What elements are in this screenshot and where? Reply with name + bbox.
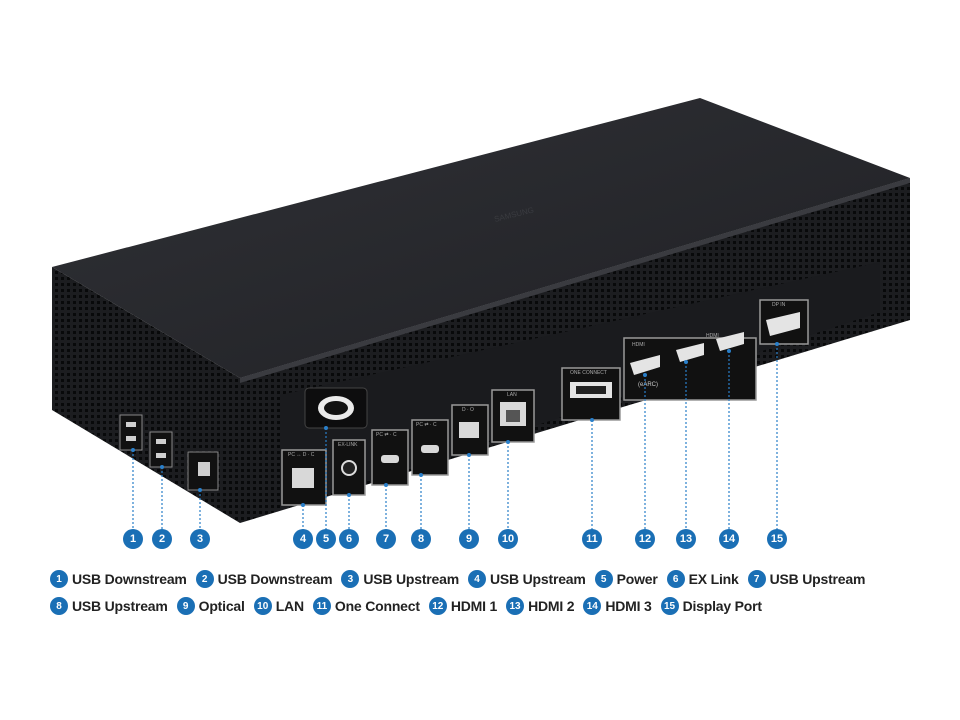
callout-marker-10: 10 [498, 529, 518, 549]
callout-marker-12: 12 [635, 529, 655, 549]
legend-label: Display Port [682, 598, 762, 614]
callout-marker-3: 3 [190, 529, 210, 549]
legend-label: HDMI 1 [450, 598, 498, 614]
usb-upstream-port-4 [281, 449, 327, 506]
port-label-pc-usb-3: PC ⇄ · C [416, 422, 437, 428]
port-label-one-connect: ONE CONNECT [570, 370, 607, 376]
legend-number-badge: 3 [341, 570, 360, 588]
usb-upstream-port-7 [371, 429, 409, 486]
legend-number-badge: 4 [467, 570, 486, 588]
legend-label: EX Link [688, 571, 739, 587]
power-port-5 [304, 387, 368, 429]
callout-marker-11: 11 [582, 529, 602, 549]
one-connect-port-11 [561, 367, 621, 421]
callout-marker-7: 7 [376, 529, 396, 549]
legend-label: USB Upstream [363, 571, 459, 587]
legend-label: Power [616, 571, 658, 587]
callout-lines [132, 344, 778, 530]
usb-downstream-port-1 [119, 414, 143, 451]
callout-marker-4: 4 [293, 529, 313, 549]
legend-number-badge: 8 [50, 597, 68, 615]
legend-label: One Connect [334, 598, 420, 614]
port-label-pc-usb-2: PC ⇄ · C [376, 432, 397, 438]
callout-marker-6: 6 [339, 529, 359, 549]
legend-label: Optical [198, 598, 245, 614]
callout-marker-9: 9 [459, 529, 479, 549]
legend-number-badge: 2 [195, 570, 214, 588]
usb-upstream-port-8 [411, 419, 449, 476]
legend-number-badge: 15 [660, 597, 679, 615]
callout-marker-1: 1 [123, 529, 143, 549]
port-label-optical: D · O [462, 407, 474, 413]
legend-number-badge: 11 [312, 597, 331, 615]
port-label-dp: DP IN [772, 302, 786, 308]
hdmi-port-14 [716, 332, 744, 351]
port-label-lan: LAN [507, 392, 517, 398]
legend-label: HDMI 2 [528, 598, 575, 614]
lan-port-10 [491, 389, 535, 443]
callout-marker-8: 8 [411, 529, 431, 549]
legend-number-badge: 6 [666, 570, 685, 588]
usb-upstream-port-3 [187, 451, 219, 491]
display-port-15 [759, 299, 809, 345]
legend-number-badge: 12 [428, 597, 447, 615]
usb-downstream-port-2 [149, 431, 173, 468]
port-label-earc: (eARC) [638, 382, 658, 388]
callout-marker-13: 13 [676, 529, 696, 549]
port-label-ex-link: EX-LINK [338, 442, 358, 448]
callout-marker-14: 14 [719, 529, 739, 549]
optical-port-9 [451, 404, 489, 456]
legend-number-badge: 7 [747, 570, 766, 588]
callout-line-ends [131, 342, 779, 507]
legend-label: USB Downstream [217, 571, 333, 587]
ex-link-port-6 [332, 439, 366, 496]
callout-marker-15: 15 [767, 529, 787, 549]
legend-number-badge: 14 [583, 597, 602, 615]
legend-label: USB Downstream [72, 571, 187, 587]
port-label-pc-usb: PC ↔ D · C [288, 452, 315, 458]
legend-number-badge: 9 [176, 597, 195, 615]
legend-label: HDMI 3 [605, 598, 652, 614]
legend-number-badge: 5 [594, 570, 613, 588]
callout-marker-5: 5 [316, 529, 336, 549]
port-label-hdmi-2: HDMI [706, 333, 719, 339]
legend-label: USB Upstream [72, 598, 168, 614]
legend-number-badge: 13 [506, 597, 525, 615]
legend-label: USB Upstream [489, 571, 586, 587]
hdmi-port-12 [630, 355, 660, 375]
legend-label: USB Upstream [769, 571, 866, 587]
device-top-surface [52, 98, 910, 378]
legend-number-badge: 10 [253, 597, 272, 615]
legend-number-badge: 1 [50, 570, 68, 588]
hdmi-port-13 [676, 343, 704, 362]
callout-marker-2: 2 [152, 529, 172, 549]
legend-label: LAN [275, 598, 304, 614]
port-label-hdmi: HDMI [632, 342, 645, 348]
